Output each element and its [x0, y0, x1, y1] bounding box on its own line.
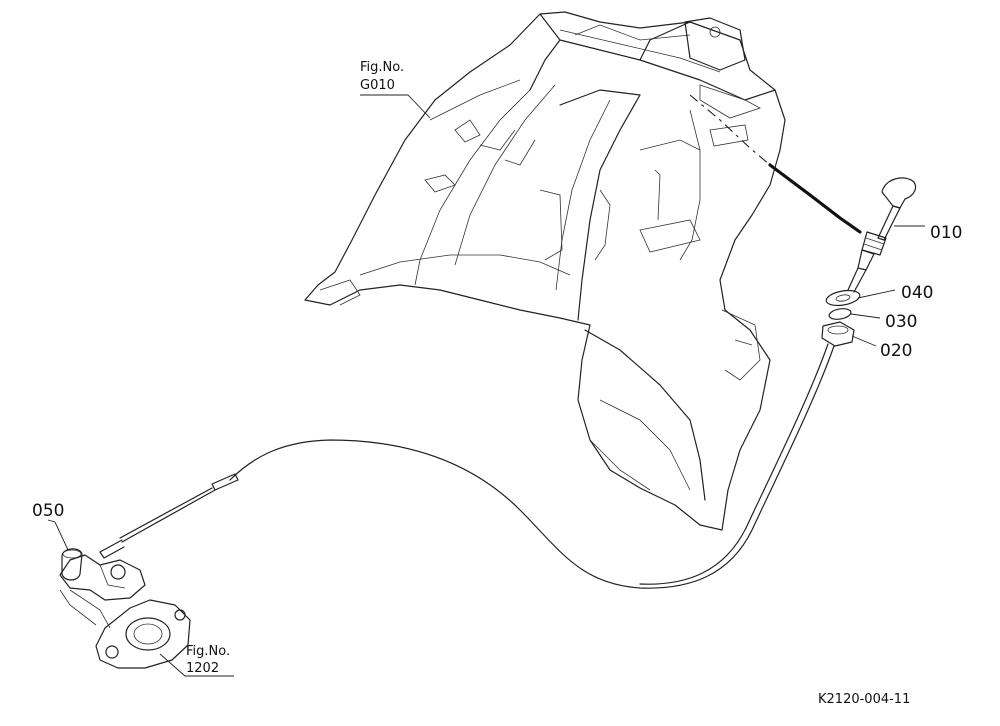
washer-040: [825, 289, 861, 307]
drawing-code: K2120-004-11: [818, 692, 910, 707]
ref-g010-line1: Fig.No.: [360, 60, 404, 75]
cable-hidden-path: [689, 94, 771, 166]
lever-body: [59, 554, 146, 601]
label-part-010: 010: [930, 223, 962, 243]
label-part-030: 030: [885, 312, 917, 332]
cable-ferrule: [211, 473, 239, 491]
label-part-050: 050: [32, 501, 64, 521]
ref-1202-line2: 1202: [186, 661, 219, 676]
choke-lever-050: [59, 548, 146, 601]
top-bracket: [684, 17, 746, 71]
cable-thick-segment: [768, 163, 862, 234]
ref-1202-line1: Fig.No.: [186, 644, 230, 659]
top-plate: [529, 13, 776, 101]
choke-knob-cable-010: [847, 177, 917, 293]
nut-020: [821, 321, 855, 347]
fender-outline: [304, 11, 786, 531]
washer-030: [828, 308, 852, 320]
carburetor-flange: [59, 589, 191, 669]
label-part-040: 040: [901, 283, 933, 303]
ref-g010-line2: G010: [360, 78, 395, 93]
fender-cover-assembly: [304, 11, 786, 531]
label-part-020: 020: [880, 341, 912, 361]
flange-plate: [95, 599, 191, 669]
knob-handle: [881, 177, 917, 209]
choke-cable: [229, 345, 835, 589]
